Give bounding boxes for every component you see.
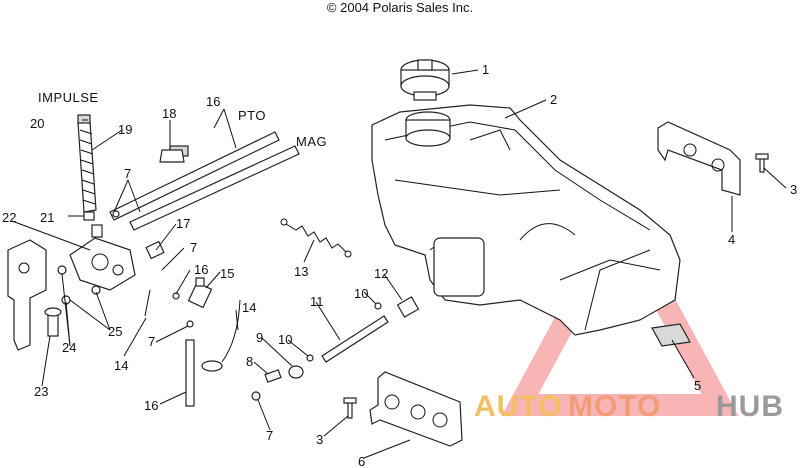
callout-12: 12: [374, 266, 388, 281]
pto-label: PTO: [238, 108, 266, 123]
callout-19: 19: [118, 122, 132, 137]
callout-25: 25: [108, 324, 122, 339]
callout-24: 24: [62, 340, 76, 355]
copyright-notice: © 2004 Polaris Sales Inc.: [326, 0, 474, 15]
callout-17: 17: [176, 216, 190, 231]
impulse-label: IMPULSE: [38, 90, 99, 105]
callout-20: 20: [30, 116, 44, 131]
mag-label: MAG: [296, 134, 327, 149]
callout-10-a: 10: [278, 332, 292, 347]
check-valve: [396, 296, 420, 318]
callout-15: 15: [220, 266, 234, 281]
fuel-lines: [109, 131, 300, 231]
callout-18: 18: [162, 106, 176, 121]
tank-bracket-right: [657, 121, 741, 196]
vent-hose: [144, 289, 241, 372]
tank-strap-pad: [651, 323, 691, 347]
watermark-wordmark: AUTO MOTO HUB: [474, 390, 784, 423]
callout-16-b: 16: [194, 262, 208, 277]
callout-23: 23: [34, 384, 48, 399]
callout-16-c: 16: [144, 398, 158, 413]
callout-14-a: 14: [242, 300, 256, 315]
mount-screw: [44, 307, 62, 337]
hose-clamp: [159, 149, 185, 163]
callout-8: 8: [246, 354, 253, 369]
impulse-hose: [77, 114, 97, 221]
fuel-valve: [187, 277, 213, 309]
fitting: [145, 240, 165, 260]
callout-22: 22: [2, 210, 16, 225]
callout-2: 2: [550, 92, 557, 107]
callout-4: 4: [728, 232, 735, 247]
watermark-text-hub: HUB: [716, 390, 784, 423]
callout-11: 11: [310, 294, 324, 309]
watermark-text-auto: AUTO: [474, 390, 562, 423]
callout-7-b: 7: [190, 240, 197, 255]
fuel-tank: [371, 104, 681, 336]
callout-7-c: 7: [148, 334, 155, 349]
tension-spring: [280, 218, 352, 258]
tank-bracket-lower: [369, 371, 463, 447]
vent-rod: [321, 315, 389, 363]
filler-neck: [405, 111, 451, 147]
watermark-text-moto: MOTO: [568, 390, 661, 423]
fuel-pump: [69, 224, 136, 291]
callout-5: 5: [694, 378, 701, 393]
fuel-line-vertical: [185, 339, 195, 407]
callout-7-a: 7: [124, 166, 131, 181]
callout-21: 21: [40, 210, 54, 225]
callout-10-b: 10: [354, 286, 368, 301]
leader-lines: [11, 69, 787, 459]
callout-13: 13: [294, 264, 308, 279]
callout-1: 1: [482, 62, 489, 77]
bolt-lower: [343, 397, 357, 419]
fuel-cap: [400, 59, 450, 101]
small-hardware: [112, 210, 382, 401]
callout-3-bottom: 3: [316, 432, 323, 447]
callout-16-a: 16: [206, 94, 220, 109]
callout-7-d: 7: [266, 428, 273, 443]
bolt-right: [755, 153, 769, 173]
pump-bracket: [7, 239, 47, 351]
callout-9: 9: [256, 330, 263, 345]
callout-6: 6: [358, 454, 365, 468]
callout-14-b: 14: [114, 358, 128, 373]
callout-3-right: 3: [790, 182, 797, 197]
